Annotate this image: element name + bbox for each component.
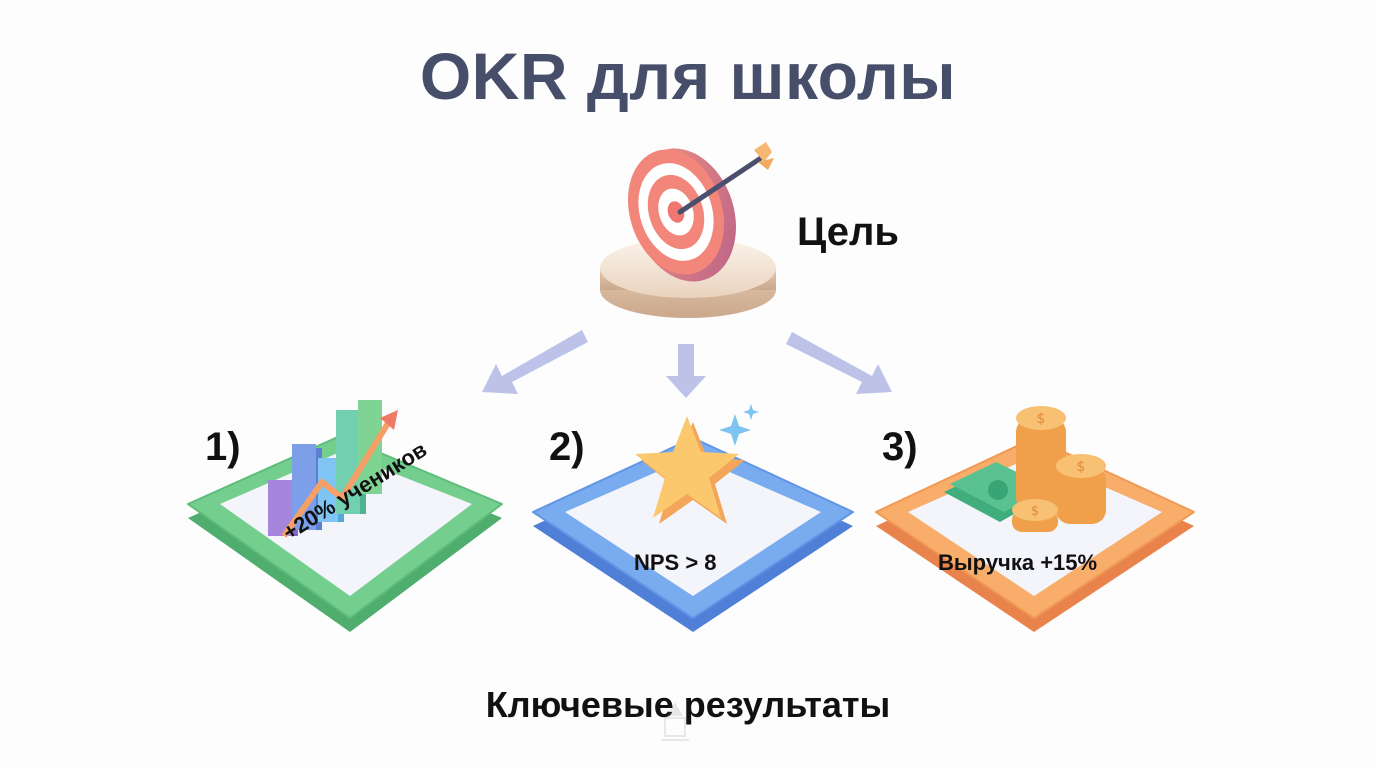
arrows-layer — [482, 330, 892, 398]
money-coins-icon: $ $ $ — [944, 406, 1106, 532]
watermark-logo-icon — [661, 702, 689, 741]
key-result-2-number: 2) — [549, 425, 585, 469]
key-results-heading: Ключевые результаты — [485, 684, 891, 725]
key-result-3-card: $ $ $ — [870, 400, 1200, 640]
key-result-1-card — [180, 374, 510, 640]
svg-text:$: $ — [1031, 504, 1039, 519]
arrow-down-left-icon — [482, 330, 588, 394]
arrow-down-right-icon — [786, 332, 892, 394]
objective-illustration — [596, 140, 786, 320]
key-result-2-label: NPS > 8 — [634, 550, 717, 575]
card-platform-orange: $ $ $ — [875, 406, 1195, 632]
arrow-down-icon — [666, 344, 706, 398]
page-title: OKR для школы — [419, 39, 957, 113]
target-with-arrow-icon — [600, 142, 776, 318]
card-platform-blue — [532, 404, 854, 632]
svg-text:$: $ — [1077, 459, 1086, 475]
key-result-2-card — [525, 400, 860, 640]
sparkle-icon — [719, 404, 759, 446]
star-icon — [635, 416, 745, 524]
svg-text:$: $ — [1037, 411, 1046, 427]
growth-bar-chart-icon — [268, 374, 398, 538]
card-platform-green — [187, 374, 503, 632]
key-result-1-number: 1) — [205, 425, 241, 469]
objective-label: Цель — [797, 210, 899, 254]
key-result-3-number: 3) — [882, 425, 918, 469]
key-result-3-label: Выручка +15% — [938, 550, 1098, 575]
